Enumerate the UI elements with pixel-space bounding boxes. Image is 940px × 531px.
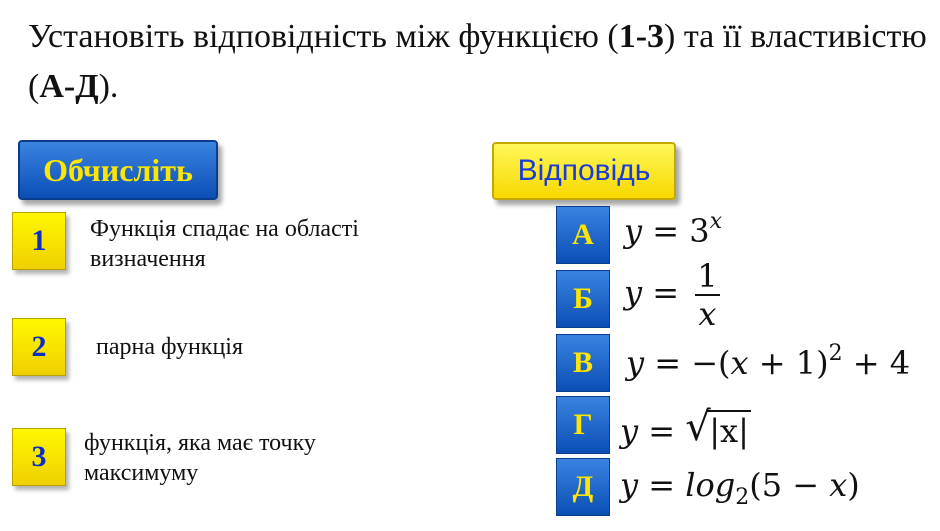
formula-g: y = √|x| — [620, 404, 751, 450]
option-letter-a[interactable]: А — [556, 206, 610, 264]
option-letter-v[interactable]: В — [556, 334, 610, 392]
property-text-1: Функція спадає на області визначення — [90, 216, 359, 272]
property-number-1[interactable]: 1 — [12, 212, 66, 270]
property-number-3[interactable]: 3 — [12, 428, 66, 486]
formula-d: y = log2(5 − x) — [620, 466, 860, 510]
formula-v: y = −(x + 1)2 + 4 — [626, 341, 911, 383]
property-number-2[interactable]: 2 — [12, 318, 66, 376]
option-letter-d[interactable]: Д — [556, 458, 610, 516]
property-text-3: функція, яка має точку максимуму — [84, 430, 316, 486]
task-title: Установіть відповідність між функцією (1… — [28, 18, 927, 105]
property-text-2: парна функція — [96, 334, 243, 360]
option-letter-g[interactable]: Г — [556, 396, 610, 454]
formula-a: y = 3x — [624, 209, 723, 251]
answer-button[interactable]: Відповідь — [492, 142, 676, 200]
option-letter-b[interactable]: Б — [556, 270, 610, 328]
calculate-button[interactable]: Обчисліть — [18, 140, 218, 200]
